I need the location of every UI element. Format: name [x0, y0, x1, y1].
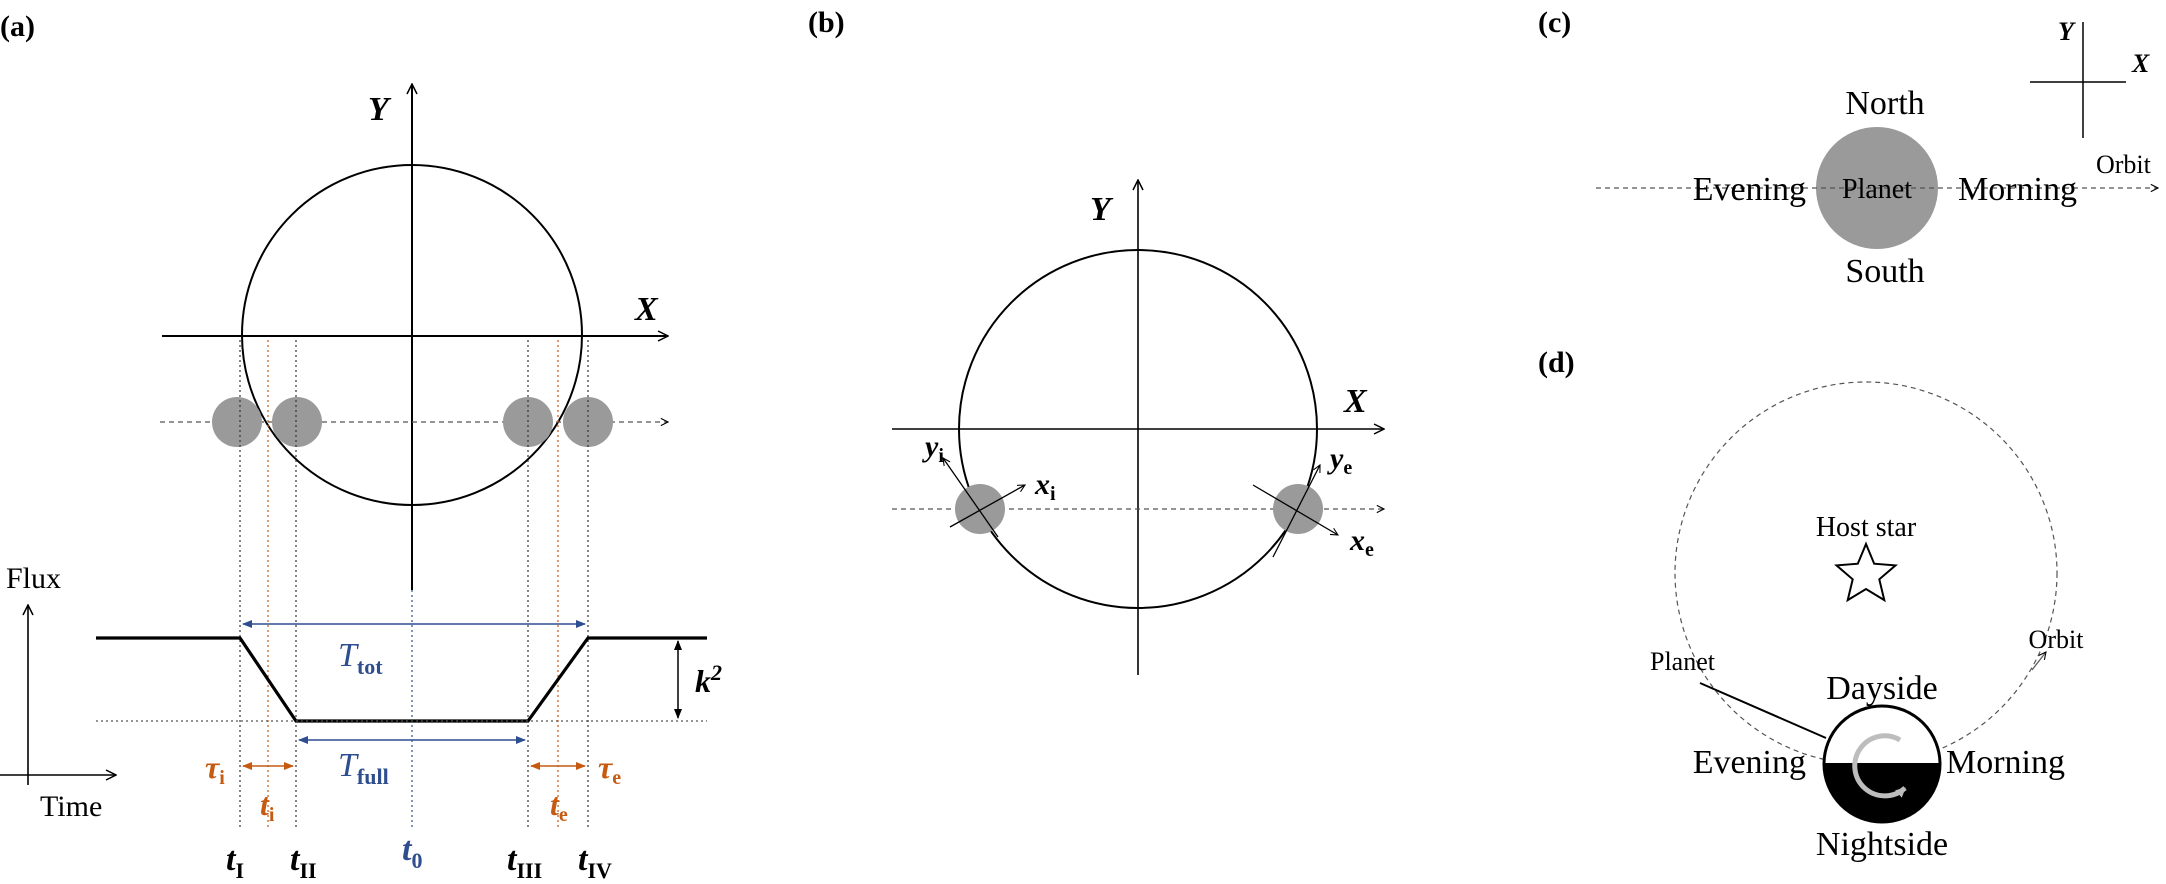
planet-pointer-line: [1699, 682, 1827, 739]
tIII-label: tIII: [507, 841, 542, 883]
morning-label-d: Morning: [1946, 744, 2065, 781]
t0-label: t0: [402, 831, 422, 873]
xi-axis: [949, 485, 1025, 528]
x-axis-label-a: X: [634, 291, 659, 328]
t-tot-label: Ttot: [338, 637, 383, 679]
k2-label: k2: [695, 660, 722, 699]
tau-i-label: τi: [205, 749, 225, 789]
south-label: South: [1845, 253, 1924, 290]
planet-position-tII: [272, 397, 322, 447]
flux-label: Flux: [6, 562, 61, 595]
tau-e-label: τe: [598, 749, 621, 789]
rotation-arrow-icon: [1852, 733, 1907, 799]
panel-b: (b) Y X yi xi ye xe: [808, 6, 1384, 675]
t-e-label: te: [550, 786, 568, 826]
panel-c-tag: (c): [1538, 6, 1571, 39]
c-y-axis-label: Y: [2058, 17, 2076, 46]
dayside-label: Dayside: [1826, 670, 1937, 707]
tIV-label: tIV: [578, 841, 612, 883]
yi-axis: [943, 458, 999, 538]
north-label: North: [1845, 85, 1924, 122]
yi-label: yi: [922, 430, 944, 467]
y-axis-label-b: Y: [1090, 191, 1114, 228]
morning-label-c: Morning: [1958, 171, 2077, 208]
ye-label: ye: [1327, 442, 1352, 479]
t-i-label: ti: [260, 786, 275, 826]
tII-label: tII: [290, 841, 317, 883]
panel-d-tag: (d): [1538, 346, 1575, 379]
planet-label-c: Planet: [1842, 174, 1912, 205]
orbit-label-d: Orbit: [2029, 625, 2085, 654]
x-axis-label-b: X: [1343, 383, 1368, 420]
c-x-axis-label: X: [2131, 49, 2150, 78]
time-label: Time: [40, 790, 102, 823]
panel-c: (c) Y X Planet North South Evening Morni…: [1538, 6, 2158, 290]
tI-label: tI: [226, 841, 244, 883]
planet-ingress-b: [955, 484, 1005, 534]
light-curve: [96, 636, 707, 723]
orbit-direction-arrow: [2031, 652, 2046, 671]
orbit-label-c: Orbit: [2096, 150, 2152, 179]
evening-label-c: Evening: [1693, 171, 1806, 208]
host-star-label: Host star: [1816, 512, 1917, 543]
panel-d: (d) Host star Orbit Planet Dayside Night…: [1538, 346, 2084, 863]
panel-a-tag: (a): [0, 10, 35, 43]
planet-d: [1822, 704, 1942, 824]
panel-a: (a) Y X Flux Time k2: [0, 10, 722, 883]
nightside-label: Nightside: [1816, 826, 1948, 863]
host-star-icon: [1834, 541, 1898, 603]
evening-label-d: Evening: [1693, 744, 1806, 781]
planet-position-tI: [212, 397, 262, 447]
xi-label: xi: [1034, 468, 1056, 505]
xe-axis: [1252, 484, 1338, 535]
panel-b-tag: (b): [808, 6, 845, 39]
xe-label: xe: [1349, 524, 1374, 561]
y-axis-label-a: Y: [368, 91, 392, 128]
t-full-label: Tfull: [338, 747, 389, 789]
planet-label-d: Planet: [1650, 647, 1716, 676]
